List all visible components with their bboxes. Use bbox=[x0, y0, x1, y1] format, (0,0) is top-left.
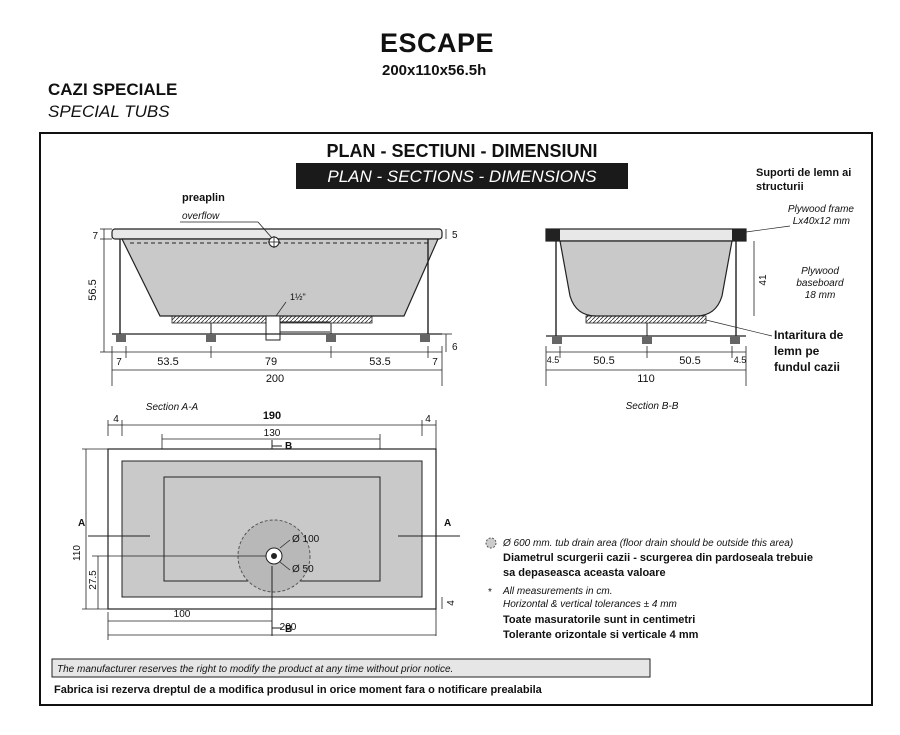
product-dimensions: 200x110x56.5h bbox=[382, 62, 487, 79]
support-label-ro-1: Suporti de lemn ai bbox=[756, 167, 851, 179]
panel-heading-en: PLAN - SECTIONS - DIMENSIONS bbox=[327, 167, 597, 186]
frame-label-en-2: Lx40x12 mm bbox=[793, 216, 850, 227]
dim-left-edge-label: 7 bbox=[116, 357, 122, 368]
section-b-b-caption: Section B-B bbox=[626, 401, 679, 412]
overflow-label-ro: preaplin bbox=[182, 192, 225, 204]
tub-body bbox=[121, 238, 439, 317]
reinforce-label-ro-1: Intaritura de bbox=[774, 328, 844, 342]
product-title: ESCAPE bbox=[380, 28, 495, 58]
dim-depth-label: 41 bbox=[758, 274, 769, 286]
dim-height-label: 56.5 bbox=[87, 279, 99, 300]
drawing-frame bbox=[39, 132, 873, 706]
dim-plan-drain-offset-label: 27.5 bbox=[88, 570, 99, 590]
note-measure-ro-2: Tolerante orizontale si verticale 4 mm bbox=[503, 629, 699, 641]
drain-area-legend-icon bbox=[485, 537, 497, 549]
section-a-marker-left: A bbox=[78, 518, 85, 529]
disclaimer-box bbox=[51, 658, 651, 678]
note-measure-ro-1: Toate masuratorile sunt in centimetri bbox=[503, 614, 695, 626]
section-b-marker-top: B bbox=[285, 441, 292, 452]
dim-seg-left-label: 53.5 bbox=[157, 356, 178, 368]
plan-view: 190 4 4 130 B A A B bbox=[72, 410, 460, 640]
dim-b-right-edge-label: 4.5 bbox=[734, 355, 747, 365]
note-measure-en-2: Horizontal & vertical tolerances ± 4 mm bbox=[503, 599, 677, 610]
disclaimer-en: The manufacturer reserves the right to m… bbox=[57, 664, 453, 675]
reinforce-label-ro-3: fundul cazii bbox=[774, 360, 840, 374]
note-drain-en: Ø 600 mm. tub drain area (floor drain sh… bbox=[502, 538, 793, 549]
section-a-a-view: preaplin overflow 1½" 7 56.5 5 6 7 53.5 … bbox=[87, 192, 458, 413]
note-bullet: * bbox=[488, 587, 492, 598]
section-b-marker-bottom: B bbox=[285, 624, 292, 635]
dim-b-seg-left-label: 50.5 bbox=[593, 355, 614, 367]
dim-b-left-edge-label: 4.5 bbox=[547, 355, 560, 365]
notes-block: Ø 600 mm. tub drain area (floor drain sh… bbox=[485, 537, 813, 641]
frame-label-en-1: Plywood frame bbox=[788, 204, 855, 215]
drain-size-label: 1½" bbox=[290, 292, 306, 302]
drain-pipe bbox=[265, 315, 281, 341]
dim-plan-inner-label: 130 bbox=[264, 428, 281, 439]
panel-heading-bar bbox=[296, 163, 628, 189]
dim-plan-bottom-total-label: 200 bbox=[280, 622, 297, 633]
section-a-a-caption: Section A-A bbox=[146, 402, 199, 413]
section-a-marker-right: A bbox=[444, 518, 451, 529]
dim-plan-height-label: 110 bbox=[72, 545, 83, 561]
reinforce-label-ro-2: lemn pe bbox=[774, 344, 820, 358]
panel-heading-ro: PLAN - SECTIUNI - DIMENSIUNI bbox=[326, 141, 597, 161]
drain-area-label: Ø 100 bbox=[292, 534, 320, 545]
dim-plan-drain-x-label: 100 bbox=[174, 609, 191, 620]
baseboard-label-en-2: baseboard bbox=[796, 278, 844, 289]
baseboard-label-en-3: 18 mm bbox=[805, 290, 836, 301]
overflow-label-en: overflow bbox=[182, 211, 220, 222]
dim-total-label: 200 bbox=[266, 373, 284, 385]
dim-plan-top-left-label: 4 bbox=[113, 414, 119, 425]
dim-plan-bottom-offset-label: 4 bbox=[446, 600, 457, 606]
note-drain-ro-2: sa depaseasca aceasta valoare bbox=[503, 567, 666, 579]
dim-plan-top-total-label: 190 bbox=[263, 410, 281, 422]
dim-right-edge-label: 7 bbox=[432, 357, 438, 368]
tub-cross-section bbox=[559, 240, 733, 317]
dim-b-total-label: 110 bbox=[637, 373, 655, 385]
support-label-ro-2: structurii bbox=[756, 181, 804, 193]
dim-plan-top-right-label: 4 bbox=[425, 414, 431, 425]
dim-feet-label: 6 bbox=[452, 342, 458, 353]
dim-seg-right-label: 53.5 bbox=[369, 356, 390, 368]
dim-seg-mid-label: 79 bbox=[265, 356, 277, 368]
note-drain-ro-1: Diametrul scurgerii cazii - scurgerea di… bbox=[503, 552, 813, 564]
dim-rim-right-label: 5 bbox=[452, 230, 458, 241]
category-label-ro: CAZI SPECIALE bbox=[48, 80, 178, 99]
category-label-en: SPECIAL TUBS bbox=[48, 102, 170, 121]
dim-b-seg-right-label: 50.5 bbox=[679, 355, 700, 367]
section-b-b-view: 41 4.5 50.5 50.5 4.5 110 Section B-B Sup… bbox=[545, 167, 855, 412]
baseboard-label-en-1: Plywood bbox=[801, 266, 839, 277]
dim-rim-label: 7 bbox=[92, 231, 98, 242]
note-measure-en-1: All measurements in cm. bbox=[502, 586, 612, 597]
drain-hole-label: Ø 50 bbox=[292, 564, 314, 575]
disclaimer-ro: Fabrica isi rezerva dreptul de a modific… bbox=[54, 684, 543, 696]
